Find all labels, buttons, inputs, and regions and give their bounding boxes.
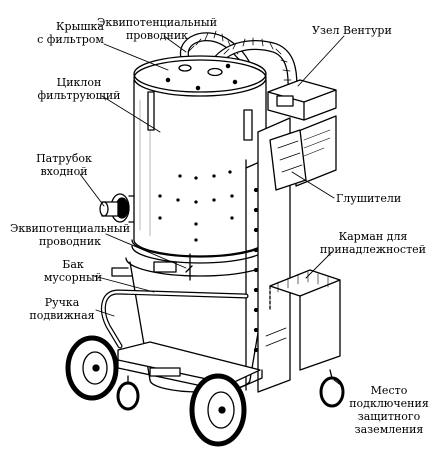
label-accessory-pocket: Карман для принадлежностей	[319, 230, 427, 256]
flexible-hose-right	[207, 37, 298, 100]
info-plate	[295, 115, 337, 187]
label-handle: Ручка подвижная	[29, 296, 95, 322]
movable-handle	[100, 289, 249, 349]
label-equipotential-top: Эквипотенциальный проводник	[96, 16, 218, 42]
silencers-box	[269, 129, 307, 191]
inlet-pipe	[99, 193, 135, 223]
wheel-left	[65, 335, 119, 401]
label-equipotential-mid: Эквипотенциальный проводник	[9, 222, 131, 248]
caster-small	[116, 375, 140, 411]
leader-lines	[79, 35, 345, 387]
label-inlet: Патрубок входной	[36, 152, 92, 178]
label-silencers: Глушители	[336, 192, 402, 205]
label-waste-bin: Бак мусорный	[43, 258, 103, 284]
label-lid-with-filter: Крышка с фильтром	[37, 20, 104, 46]
chassis-base	[117, 341, 263, 393]
wheel-right	[189, 373, 247, 447]
label-cyclone: Циклон фильтрующий	[37, 76, 121, 102]
accessory-pocket	[269, 269, 341, 371]
clamp-band	[131, 239, 269, 281]
caster-rear	[319, 369, 345, 408]
label-venturi: Узел Вентури	[312, 24, 392, 37]
label-ground-point: Место подключения защитного заземления	[349, 384, 429, 436]
filter-lid	[133, 55, 267, 97]
venturi-block	[267, 79, 337, 121]
